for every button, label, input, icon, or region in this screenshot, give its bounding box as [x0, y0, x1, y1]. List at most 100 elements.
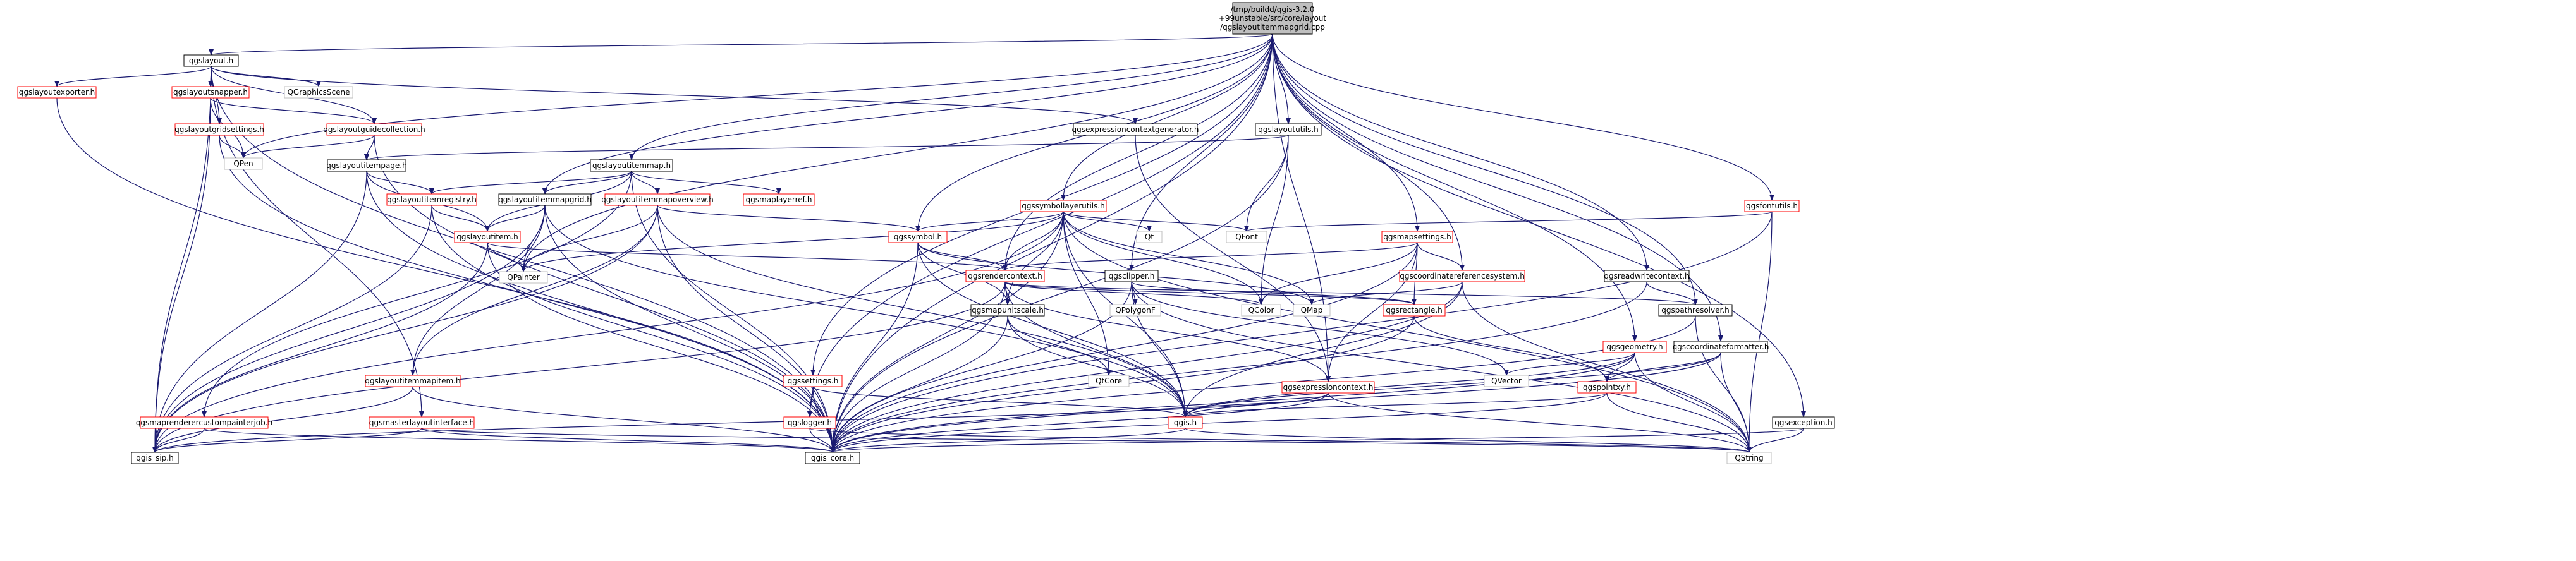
node-qgslayoutsnapper_h[interactable]: qgslayoutsnapper.h — [171, 86, 250, 99]
node-qgsexpressioncontextgenerator_h[interactable]: qgsexpressioncontextgenerator.h — [1071, 123, 1199, 136]
edge-qgslayoutitemmapgrid_h-to-qgslayoutitem_h — [485, 205, 546, 232]
node-qgsmaplayerref_h[interactable]: qgsmaplayerref.h — [743, 193, 815, 206]
edge-qgssymbollayerutils_h-to-QFont — [1063, 211, 1249, 232]
node-qgsfontutils_h[interactable]: qgsfontutils.h — [1744, 200, 1800, 212]
edge-qgis_h-to-qgis_core_h — [830, 428, 1186, 453]
node-box — [1381, 231, 1453, 243]
node-qgsmaprenderercustompainterjob_h[interactable]: qgsmaprenderercustompainterjob.h — [136, 416, 272, 429]
node-label: qgis_core.h — [811, 454, 854, 462]
node-qgscoordinateformatter_h[interactable]: qgscoordinateformatter.h — [1673, 341, 1769, 353]
edge-qgssymbol_h-to-qgis_h — [917, 242, 1188, 418]
edge-qgssymbollayerutils_h-to-QString — [1063, 211, 1752, 453]
node-qgslayoututils_h[interactable]: qgslayoututils.h — [1255, 123, 1322, 136]
node-qgis_core_h[interactable]: qgis_core.h — [805, 452, 860, 464]
edge-root-to-qgslayout_h — [209, 33, 1273, 56]
edge-qgsmaprenderercustompainterjob_h-to-qgis_core_h — [204, 428, 835, 453]
edge-qgsmaprenderercustompainterjob_h-to-qgis_sip_h — [152, 428, 205, 453]
edge-qgslayoututils_h-to-qgslayoutitempage_h — [364, 135, 1289, 160]
node-QPainter: QPainter — [499, 271, 548, 284]
node-qgsmasterlayoutinterface_h[interactable]: qgsmasterlayoutinterface.h — [369, 416, 475, 429]
node-box — [171, 86, 250, 99]
node-qgslayoutitemregistry_h[interactable]: qgslayoutitemregistry.h — [386, 193, 477, 206]
edge-qgslayoututils_h-to-QColor — [1259, 135, 1289, 305]
edge-root-to-qgsreadwritecontext_h — [1272, 33, 1649, 271]
node-qgslayoutitemmapgrid_h[interactable]: qgslayoutitemmapgrid.h — [498, 193, 592, 206]
node-box — [1726, 452, 1772, 464]
node-qgspathresolver_h[interactable]: qgspathresolver.h — [1658, 304, 1733, 317]
node-qgslayoutgridsettings_h[interactable]: qgslayoutgridsettings.h — [174, 123, 264, 136]
node-qgslayoutitemmap_h[interactable]: qgslayoutitemmap.h — [590, 159, 673, 172]
edge-qgsmapsettings_h-to-QColor — [1259, 242, 1418, 305]
edge-qgssymbol_h-to-qgis_core_h — [830, 242, 919, 453]
node-qgis_h[interactable]: qgis.h — [1168, 416, 1203, 429]
edge-qgslayout_h-to-qgsexpressioncontextgenerator_h — [211, 66, 1138, 124]
node-qgspointxy_h[interactable]: qgspointxy.h — [1577, 381, 1637, 394]
node-label: qgslayoutsnapper.h — [173, 88, 248, 97]
node-qgsrectangle_h[interactable]: qgsrectangle.h — [1383, 304, 1446, 317]
node-qgsgeometry_h[interactable]: qgsgeometry.h — [1602, 341, 1667, 353]
node-QVector: QVector — [1484, 375, 1529, 387]
node-box — [499, 271, 548, 284]
node-label: qgsrendercontext.h — [968, 272, 1042, 280]
edge-qgslayoutitempage_h-to-qgis_core_h — [366, 171, 835, 453]
node-qgsmapunitscale_h[interactable]: qgsmapunitscale.h — [970, 304, 1045, 317]
node-box — [604, 193, 711, 206]
node-qgsexpressioncontext_h[interactable]: qgsexpressioncontext.h — [1281, 381, 1375, 394]
edge-qgsexpressioncontext_h-to-qgis_h — [1183, 392, 1329, 418]
node-qgslayoutitemmapitem_h[interactable]: qgslayoutitemmapitem.h — [365, 375, 461, 387]
node-box — [1577, 381, 1637, 394]
edge-qgspointxy_h-to-qgis_h — [1183, 392, 1608, 418]
edges-layer — [54, 33, 1806, 453]
node-label: qgsmasterlayoutinterface.h — [369, 418, 474, 427]
edge-qgssymbollayerutils_h-to-qgis_sip_h — [152, 211, 1064, 453]
node-label: qgssymbollayerutils.h — [1022, 202, 1105, 210]
node-qgslayoutitem_h[interactable]: qgslayoutitem.h — [454, 231, 521, 243]
node-box — [1255, 123, 1322, 136]
node-box — [1673, 341, 1768, 353]
node-qgslayoutexporter_h[interactable]: qgslayoutexporter.h — [17, 86, 97, 99]
node-qgslayout_h[interactable]: qgslayout.h — [183, 54, 239, 67]
edge-qgsclipper_h-to-qgsrectangle_h — [1131, 281, 1417, 305]
edge-qgslayoutitemmap_h-to-qgis_core_h — [631, 171, 835, 453]
node-label: qgsmapunitscale.h — [972, 306, 1044, 315]
node-qgsmapsettings_h[interactable]: qgsmapsettings.h — [1381, 231, 1453, 243]
node-qgslogger_h[interactable]: qgslogger.h — [783, 416, 836, 429]
node-qgssettings_h[interactable]: qgssettings.h — [783, 375, 843, 387]
node-label: qgslayoutgridsettings.h — [174, 125, 264, 134]
node-qgsexception_h[interactable]: qgsexception.h — [1772, 416, 1835, 429]
edge-qgsclipper_h-to-QVector — [1131, 281, 1509, 376]
node-box — [783, 375, 843, 387]
node-qgssymbol_h[interactable]: qgssymbol.h — [888, 231, 948, 243]
node-root[interactable]: /tmp/buildd/qgis-3.2.0+99unstable/src/co… — [1219, 2, 1327, 35]
edge-qgscoordinateformatter_h-to-qgis_h — [1183, 352, 1721, 418]
node-QGraphicsScene: QGraphicsScene — [284, 86, 353, 99]
node-label: /tmp/buildd/qgis-3.2.0 — [1231, 5, 1315, 14]
edge-qgslayout_h-to-qgis_core_h — [211, 66, 835, 453]
node-box — [1136, 231, 1163, 243]
node-qgsrendercontext_h[interactable]: qgsrendercontext.h — [965, 270, 1045, 282]
edge-root-to-qgslayoutitemmap_h — [629, 33, 1273, 160]
node-qgslayoutitempage_h[interactable]: qgslayoutitempage.h — [326, 159, 407, 172]
node-qgsreadwritecontext_h[interactable]: qgsreadwritecontext.h — [1604, 270, 1690, 282]
node-qgslayoutitemmapoverview_h[interactable]: qgslayoutitemmapoverview.h — [601, 193, 714, 206]
edge-qgsreadwritecontext_h-to-qgspathresolver_h — [1646, 281, 1698, 305]
node-box — [1484, 375, 1529, 387]
node-label: +99unstable/src/core/layout — [1219, 14, 1327, 23]
edge-qgsexception_h-to-qgis_core_h — [830, 428, 1804, 453]
node-qgscoordinatereferencesystem_h[interactable]: qgscoordinatereferencesystem.h — [1399, 270, 1525, 282]
edge-qgslayoutitemmap_h-to-qgslayoutitemmapgrid_h — [542, 171, 632, 195]
edge-qgscoordinatereferencesystem_h-to-QMap — [1309, 281, 1463, 305]
node-label: qgscoordinateformatter.h — [1673, 342, 1769, 351]
node-qgssymbollayerutils_h[interactable]: qgssymbollayerutils.h — [1020, 200, 1107, 212]
edge-qgssymbol_h-to-qgsrendercontext_h — [917, 242, 1008, 271]
edge-qgsclipper_h-to-QString — [1131, 281, 1752, 453]
node-qgslayoutguidecollection_h[interactable]: qgslayoutguidecollection.h — [323, 123, 425, 136]
node-qgis_sip_h[interactable]: qgis_sip.h — [131, 452, 179, 464]
edge-qgssymbollayerutils_h-to-qgsmapunitscale_h — [1005, 211, 1064, 305]
node-qgsclipper_h[interactable]: qgsclipper.h — [1104, 270, 1159, 282]
edge-root-to-qgspathresolver_h — [1272, 33, 1698, 305]
edge-qgslayoutitemmapgrid_h-to-qgis_sip_h — [152, 205, 546, 453]
node-label: QtCore — [1096, 377, 1122, 385]
edge-qgslayout_h-to-qgis_sip_h — [152, 66, 212, 453]
node-label: QPolygonF — [1115, 306, 1156, 315]
